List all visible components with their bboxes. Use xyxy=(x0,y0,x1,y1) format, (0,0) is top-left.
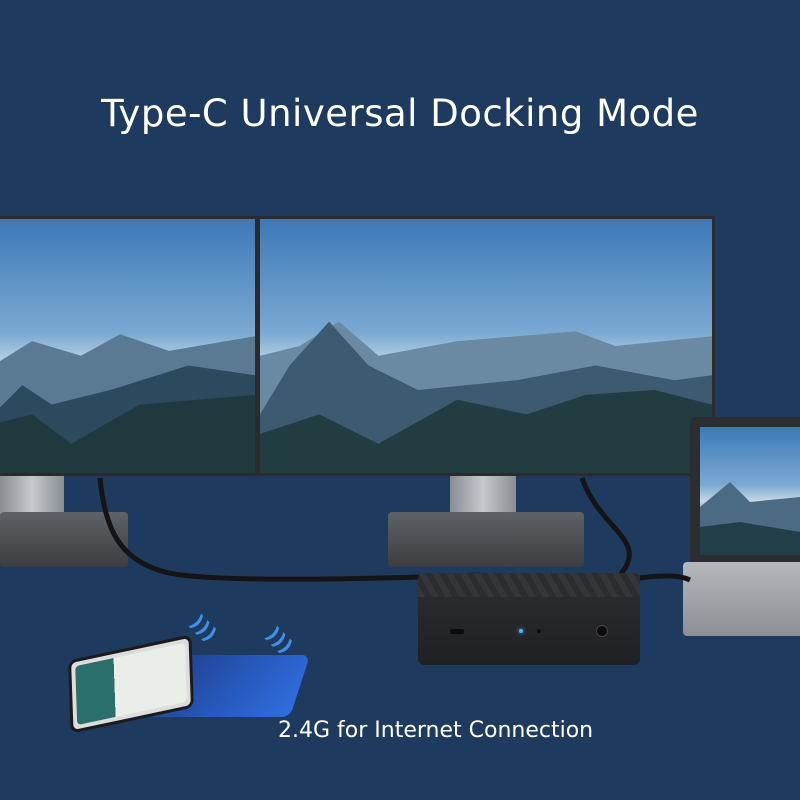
laptop-screen xyxy=(690,417,800,565)
laptop-wallpaper xyxy=(700,427,800,555)
mountain-wallpaper xyxy=(260,219,712,473)
mountain-image xyxy=(260,321,712,473)
center-monitor-base xyxy=(388,512,584,567)
reset-hole xyxy=(537,629,541,633)
status-led xyxy=(519,629,523,633)
usb-c-port xyxy=(450,629,464,634)
caption: 2.4G for Internet Connection xyxy=(278,718,594,743)
laptop-keyboard xyxy=(683,562,800,636)
dock-vent-pattern xyxy=(418,573,640,597)
left-monitor xyxy=(0,216,258,476)
center-monitor xyxy=(257,216,715,476)
audio-jack xyxy=(596,625,608,637)
mountain-image xyxy=(700,482,800,555)
docking-station xyxy=(418,573,640,665)
mountain-wallpaper xyxy=(0,219,255,473)
mountain-image xyxy=(0,334,255,473)
headline: Type-C Universal Docking Mode xyxy=(101,92,699,135)
